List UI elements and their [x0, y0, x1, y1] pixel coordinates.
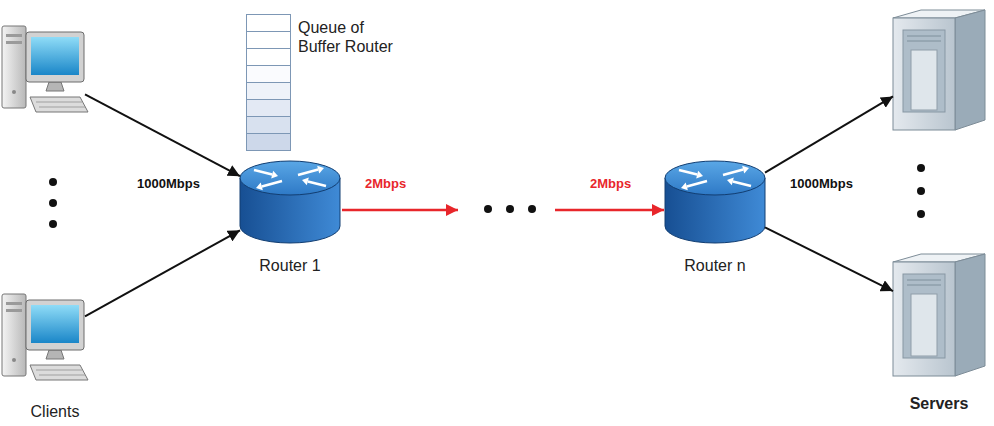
router-arrow	[256, 183, 263, 191]
router-arrow	[723, 170, 743, 175]
router: Router n	[665, 160, 765, 245]
client-computer: Clients	[0, 290, 85, 390]
link-speed-label: 1000Mbps	[790, 176, 853, 192]
bottleneck-link	[342, 209, 458, 212]
ellipsis-dot	[917, 187, 925, 195]
ellipsis-dot	[49, 178, 57, 186]
monitor-frame	[26, 300, 84, 350]
link-arrow	[765, 96, 893, 172]
server-door	[911, 50, 937, 110]
keyboard	[30, 97, 88, 112]
client-computer-shape	[0, 290, 85, 390]
ellipsis-dot	[917, 164, 925, 172]
keyboard-keys	[36, 102, 85, 107]
server-vent	[907, 36, 941, 41]
ellipsis-dot	[506, 205, 514, 213]
drive-slot	[6, 302, 22, 305]
ellipsis-dot	[528, 205, 536, 213]
server-front	[893, 262, 955, 376]
server-side	[955, 254, 985, 376]
ellipsis-dot	[917, 210, 925, 218]
drive-slot	[6, 309, 22, 312]
client-computer	[0, 22, 85, 122]
router-top	[665, 161, 765, 195]
keyboard-keys	[36, 370, 85, 375]
router-arrow	[681, 183, 688, 191]
link-arrow	[85, 230, 240, 316]
server-shape	[893, 252, 985, 376]
drive-slot	[6, 34, 22, 37]
router-arrow	[271, 171, 278, 179]
node-label: Queue of Buffer Router	[298, 18, 406, 56]
router-buffer-queue: Queue of Buffer Router	[246, 14, 291, 150]
buffer-slot	[247, 100, 291, 117]
bottleneck-link	[555, 209, 664, 212]
router-arrow	[679, 170, 697, 175]
router-arrow	[742, 166, 749, 174]
server-panel	[903, 30, 945, 112]
power-button	[12, 358, 16, 362]
router-buffer-queue-shape	[246, 14, 291, 150]
router-arrow	[298, 170, 318, 175]
link-speed-label: 2Mbps	[590, 176, 631, 192]
router-arrow	[308, 181, 326, 186]
buffer-slot	[247, 15, 291, 32]
router-arrow	[687, 181, 707, 186]
router-top	[240, 161, 340, 195]
server-shape	[893, 8, 985, 130]
router-arrow	[727, 178, 734, 186]
server-side	[955, 10, 985, 130]
router-arrow	[302, 178, 309, 186]
link-speed-label: 2Mbps	[365, 176, 406, 192]
drive-slot	[6, 41, 22, 44]
keyboard	[30, 365, 88, 380]
router-shape	[665, 160, 765, 245]
server-front	[893, 18, 955, 130]
ellipsis-dot	[49, 199, 57, 207]
monitor-stand	[46, 350, 64, 359]
link-speed-label: 1000Mbps	[137, 176, 200, 192]
buffer-slot	[247, 32, 291, 49]
buffer-slot	[247, 134, 291, 151]
link-arrow	[85, 94, 240, 176]
node-label: Router n	[655, 256, 775, 275]
monitor-screen	[31, 37, 79, 75]
server-panel	[903, 274, 945, 358]
router-arrow	[262, 181, 282, 186]
node-label: Servers	[883, 394, 994, 413]
buffer-slot	[247, 117, 291, 134]
node-label: Router 1	[230, 256, 350, 275]
monitor-stand	[46, 82, 64, 91]
link-arrow	[765, 227, 893, 291]
buffer-slot	[247, 66, 291, 83]
router-arrow	[254, 170, 272, 175]
router-arrow	[696, 171, 703, 179]
router-arrow	[317, 166, 324, 174]
server	[893, 8, 985, 130]
power-button	[12, 90, 16, 94]
computer-tower	[2, 26, 26, 108]
node-label: Clients	[0, 402, 110, 421]
computer-tower	[2, 294, 26, 376]
router-shape	[240, 160, 340, 245]
router-arrow	[733, 181, 751, 186]
server-door	[911, 294, 937, 356]
client-computer-shape	[0, 22, 85, 122]
monitor-screen	[31, 305, 79, 343]
ellipsis-dot	[484, 205, 492, 213]
ellipsis-dot	[49, 220, 57, 228]
buffer-slot	[247, 83, 291, 100]
server: Servers	[893, 252, 985, 376]
server-vent	[907, 280, 941, 285]
router: Router 1	[240, 160, 340, 245]
buffer-slot	[247, 49, 291, 66]
monitor-frame	[26, 32, 84, 82]
